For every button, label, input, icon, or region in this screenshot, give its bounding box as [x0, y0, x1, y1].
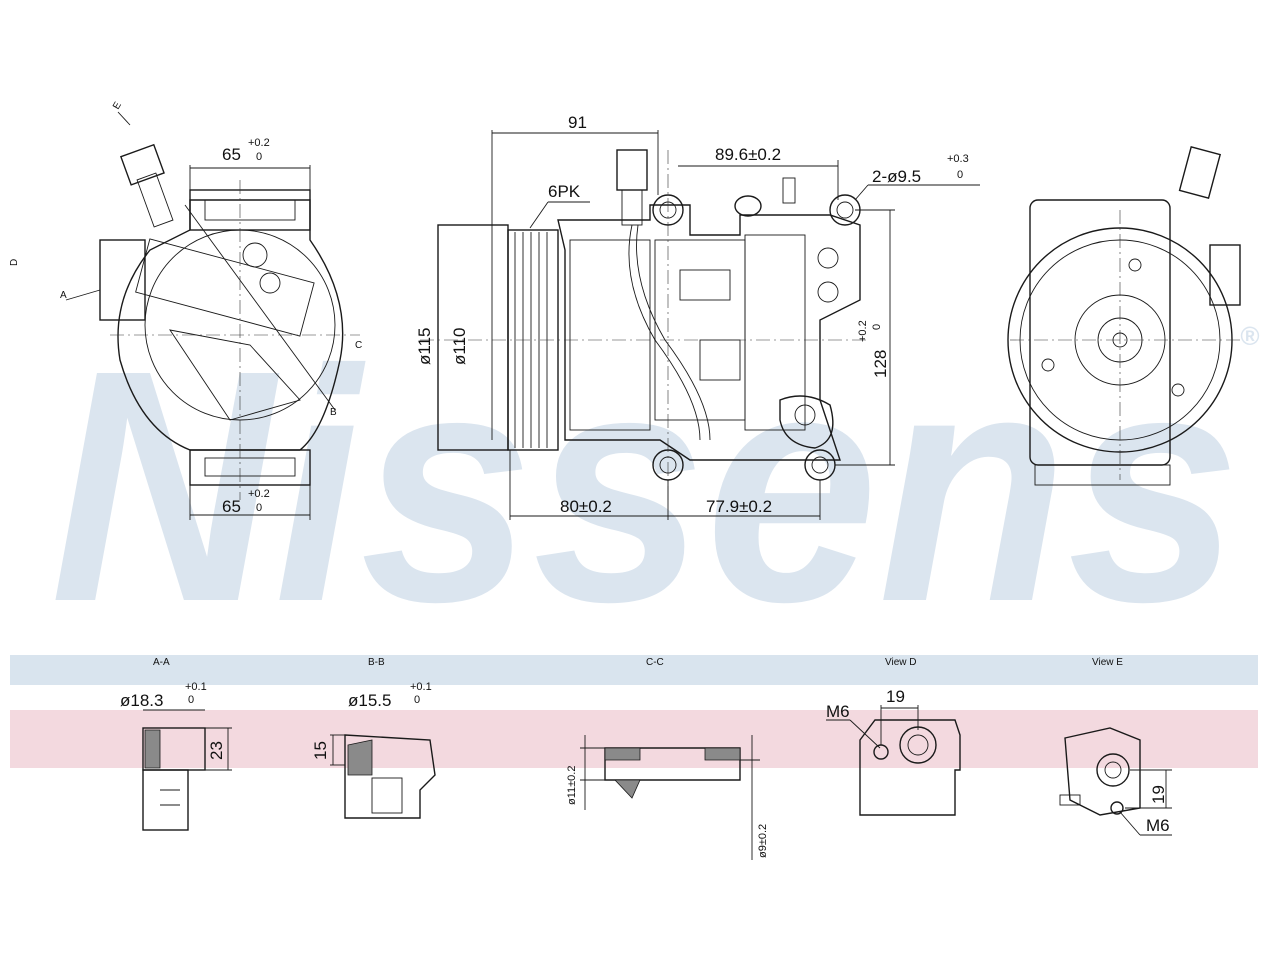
cc-dia-11: ø11±0.2	[566, 766, 578, 805]
left-top-tol-dn: 0	[256, 151, 262, 163]
detail-cc-title: C-C	[646, 657, 664, 668]
blue-band	[10, 655, 1258, 685]
marker-d: D	[9, 259, 20, 266]
center-front-view: 91 89.6±0.2 2-ø9.5 +0.3 0 6PK ø115 ø110 …	[415, 113, 980, 520]
left-bottom-boss	[204, 457, 296, 477]
bb-tol-dn: 0	[414, 694, 420, 706]
view-e-port	[1096, 753, 1130, 787]
cc-dia-9: ø9±0.2	[757, 824, 769, 858]
dim-holes-tol-dn: 0	[957, 169, 963, 181]
detail-view-e: View E M6 19	[1059, 657, 1172, 836]
right-connector	[1178, 146, 1222, 199]
detail-view-d-title: View D	[885, 657, 917, 668]
view-d-thread: M6	[826, 702, 850, 721]
aa-tol-dn: 0	[188, 694, 194, 706]
cc-section	[604, 747, 741, 781]
detail-b-b: B-B 15 ø15.5 +0.1 0	[311, 657, 436, 819]
detail-a-a: A-A 23 ø18.3 +0.1 0	[120, 657, 232, 831]
left-top-width: 65	[222, 145, 241, 164]
left-bottom-tol-up: +0.2	[248, 488, 270, 500]
right-side-valve	[1209, 244, 1241, 306]
marker-b: B	[330, 407, 337, 418]
view-e-thread: M6	[1146, 816, 1170, 835]
aa-tol-up: +0.1	[185, 681, 207, 693]
detail-view-d: View D M6 19	[826, 657, 961, 816]
aa-height: 23	[207, 741, 226, 760]
left-bottom-width: 65	[222, 497, 241, 516]
dim-80: 80±0.2	[560, 497, 612, 516]
aa-section-bottom	[142, 769, 189, 831]
left-side-valve	[99, 239, 146, 321]
dim-holes-tol-up: +0.3	[947, 153, 969, 165]
dim-128: 128	[871, 350, 890, 378]
pulley-6pk: 6PK	[548, 182, 581, 201]
view-d-width: 19	[886, 687, 905, 706]
right-rear-view	[1007, 146, 1241, 486]
center-connector	[616, 149, 648, 191]
dim-77-9: 77.9±0.2	[706, 497, 772, 516]
marker-e: E	[111, 100, 124, 112]
left-bottom-flange	[189, 449, 311, 486]
dim-89-6: 89.6±0.2	[715, 145, 781, 164]
bb-dia: ø15.5	[348, 691, 391, 710]
detail-view-e-title: View E	[1092, 657, 1123, 668]
left-bolt	[259, 272, 281, 294]
center-sensor	[779, 395, 834, 449]
center-service-valve	[734, 195, 762, 217]
detail-aa-title: A-A	[153, 657, 170, 668]
view-e-thread-hole	[1110, 801, 1124, 815]
left-top-flange	[189, 189, 311, 231]
bb-height: 15	[311, 741, 330, 760]
left-connector	[119, 143, 165, 186]
watermark-registered: ®	[1240, 321, 1260, 351]
left-side-view: 65 +0.2 0 65 +0.2 0 E D A B C	[9, 100, 362, 520]
bb-section	[344, 734, 436, 819]
detail-c-c: C-C ø11±0.2 ø9±0.2	[566, 657, 769, 860]
bb-tol-up: +0.1	[410, 681, 432, 693]
dim-128-tol-up: +0.2	[857, 320, 869, 342]
left-top-tol-up: +0.2	[248, 137, 270, 149]
center-front-head	[569, 239, 651, 431]
aa-dia: ø18.3	[120, 691, 163, 710]
left-top-boss	[204, 199, 296, 221]
dim-128-tol-dn: 0	[871, 324, 883, 330]
detail-bb-title: B-B	[368, 657, 385, 668]
view-d-body	[859, 719, 961, 816]
dim-dia-110: ø110	[450, 328, 469, 366]
marker-a: A	[60, 290, 67, 301]
center-body	[557, 204, 861, 461]
left-bottom-tol-dn: 0	[256, 502, 262, 514]
dim-91: 91	[568, 113, 587, 132]
view-e-height: 19	[1149, 785, 1168, 804]
dim-dia-115: ø115	[415, 328, 434, 366]
marker-c: C	[355, 340, 362, 351]
dim-holes: 2-ø9.5	[872, 167, 921, 186]
